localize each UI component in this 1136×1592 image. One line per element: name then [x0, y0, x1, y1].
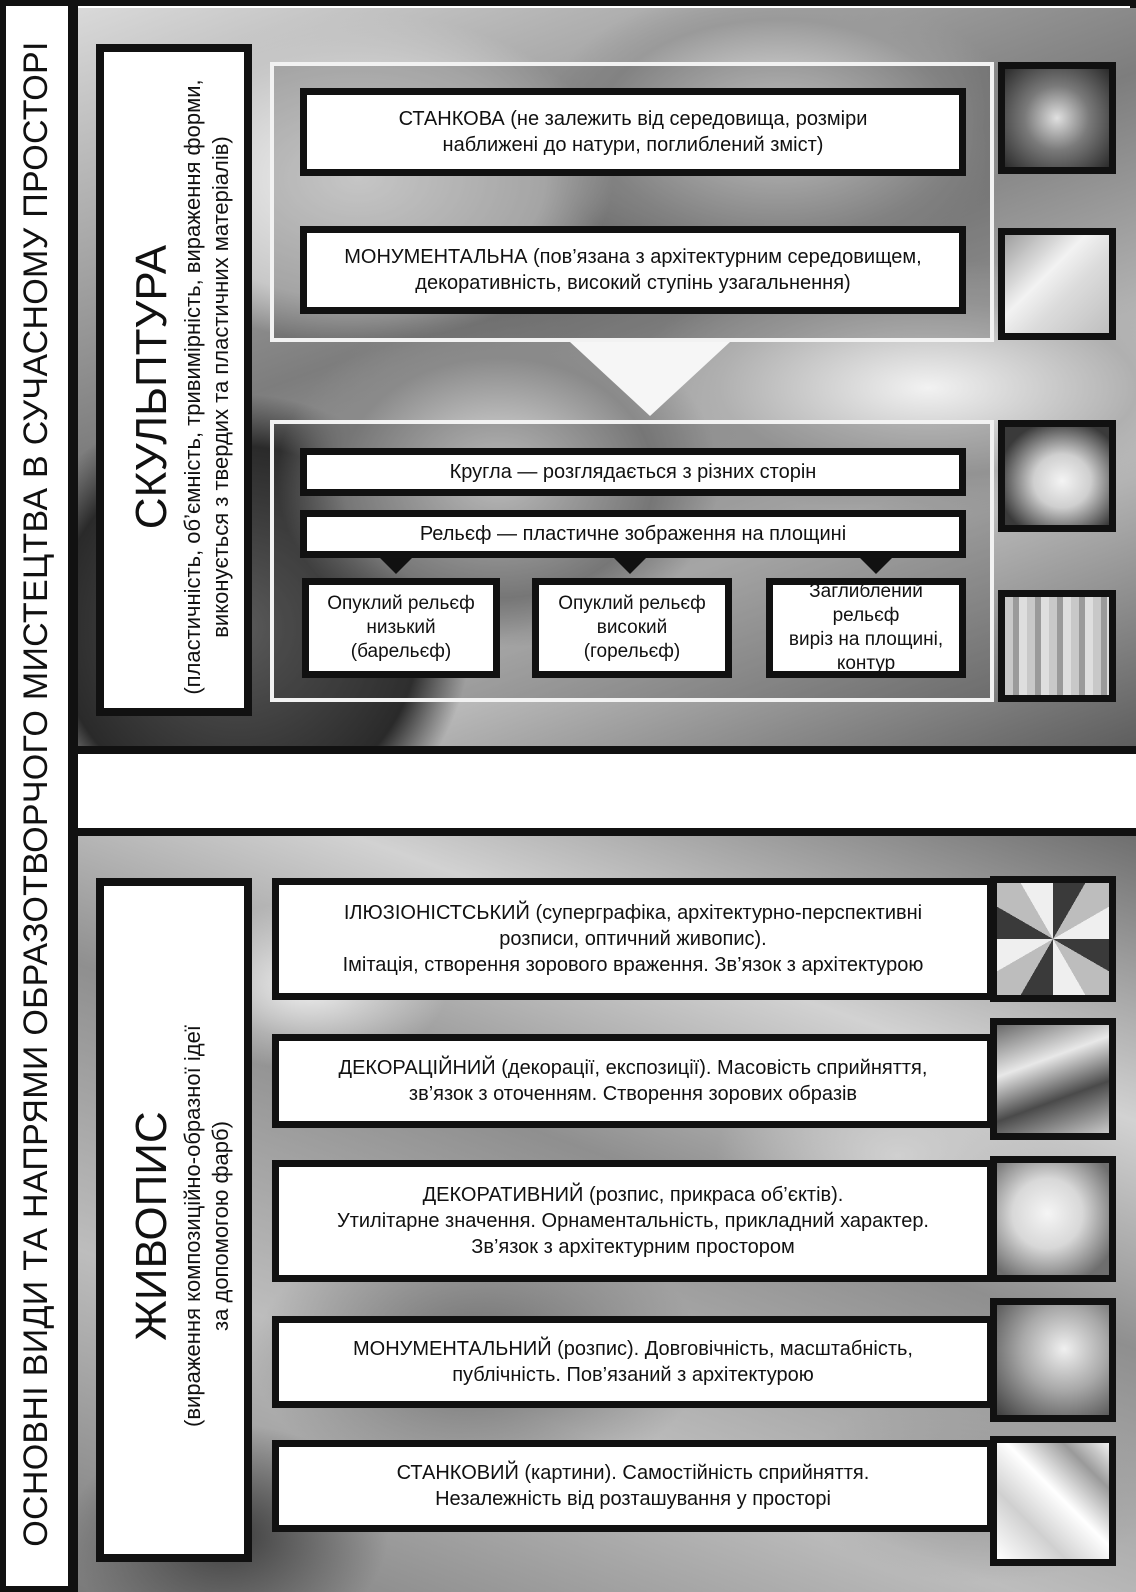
sculpture-thumb-icon	[998, 590, 1116, 702]
painting-thumb-icon	[990, 1298, 1116, 1422]
illusionist-painting-box: ІЛЮЗІОНІСТСЬКИЙ (суперграфіка, архітекту…	[272, 878, 994, 1000]
high-relief-l1: Опуклий рельєф	[558, 593, 706, 614]
monumental-l1: МОНУМЕНТАЛЬНИЙ (розпис). Довговічність, …	[353, 1338, 913, 1360]
sculpture-desc-1: (пластичність, об’ємність, тривимірність…	[180, 79, 205, 695]
painting-thumb-icon	[990, 1018, 1116, 1140]
low-relief-l1: Опуклий рельєф	[327, 593, 475, 614]
relief-text: Рельєф — пластичне зображення на площині	[419, 523, 847, 545]
relief-box: Рельєф — пластичне зображення на площині	[300, 510, 966, 558]
sculpture-thumb-icon	[998, 62, 1116, 174]
painting-thumb-icon	[990, 1156, 1116, 1282]
scenic-l1: ДЕКОРАЦІЙНИЙ (декорації, експозиції). Ма…	[338, 1057, 928, 1079]
flow-arrow	[570, 342, 730, 416]
illusionist-l1: ІЛЮЗІОНІСТСЬКИЙ (суперграфіка, архітекту…	[343, 902, 923, 924]
relief-arrow-3	[858, 556, 894, 574]
decorative-painting-box: ДЕКОРАТИВНИЙ (розпис, прикраса об’єктів)…	[272, 1160, 994, 1282]
painting-thumb-icon	[990, 876, 1116, 1002]
sculpture-category-box: СКУЛЬПТУРА (пластичність, об’ємність, тр…	[96, 44, 252, 716]
round-sculpture-text: Кругла — розглядається з різних сторін	[449, 461, 817, 483]
sculpture-name: СКУЛЬПТУРА	[127, 244, 176, 530]
scenic-painting-box: ДЕКОРАЦІЙНИЙ (декорації, експозиції). Ма…	[272, 1034, 994, 1128]
easel-sculpture-line1: (не залежить від середовища, розміри	[504, 108, 868, 130]
sunken-relief-l3: контур	[836, 653, 896, 674]
easel-painting-box: СТАНКОВИЙ (картини). Самостійність сприй…	[272, 1440, 994, 1532]
painting-thumb-icon	[990, 1436, 1116, 1566]
painting-desc-1: (вираження композиційно-образної ідеї	[180, 1025, 205, 1427]
monumental-sculpture-title: МОНУМЕНТАЛЬНА	[344, 246, 528, 268]
monumental-painting-box: МОНУМЕНТАЛЬНИЙ (розпис). Довговічність, …	[272, 1316, 994, 1408]
easel-sculpture-box: СТАНКОВА (не залежить від середовища, ро…	[300, 88, 966, 176]
sculpture-thumb-icon	[998, 420, 1116, 532]
title-strip	[6, 6, 78, 1586]
relief-arrow-1	[378, 556, 414, 574]
easel-sculpture-line2: наближені до натури, поглиблений зміст)	[442, 134, 824, 156]
high-relief-l3: (горельєф)	[583, 641, 681, 662]
low-relief-l2: низький	[366, 617, 436, 638]
monumental-l2: публічність. Пов’язаний з архітектурою	[452, 1364, 814, 1386]
sculpture-desc-2: виконується з твердих та пластичних мате…	[208, 136, 233, 638]
decorative-l3: Зв’язок з архітектурним простором	[471, 1236, 795, 1258]
easel-l2: Незалежність від розташування у просторі	[435, 1488, 831, 1510]
sunken-relief-l2: виріз на площині,	[788, 629, 944, 650]
decorative-l2: Утилітарне значення. Орнаментальність, п…	[337, 1210, 929, 1232]
painting-category-box: ЖИВОПИС (вираження композиційно-образної…	[96, 878, 252, 1562]
round-sculpture-box: Кругла — розглядається з різних сторін	[300, 448, 966, 496]
scenic-l2: зв’язок з оточенням. Створення зорових о…	[408, 1083, 858, 1105]
illusionist-l2: розписи, оптичний живопис).	[499, 928, 767, 950]
monumental-sculpture-line2: декоративність, високий ступінь узагальн…	[415, 272, 851, 294]
monumental-sculpture-box: МОНУМЕНТАЛЬНА (пов’язана з архітектурним…	[300, 226, 966, 314]
relief-arrow-2	[612, 556, 648, 574]
painting-name: ЖИВОПИС	[127, 1111, 176, 1341]
section-gap	[78, 746, 1136, 836]
decorative-l1: ДЕКОРАТИВНИЙ (розпис, прикраса об’єктів)…	[422, 1184, 844, 1206]
sunken-relief-l1: Заглиблений рельєф	[809, 581, 923, 626]
low-relief-l3: (барельєф)	[350, 641, 452, 662]
high-relief-l2: високий	[596, 617, 668, 638]
sunken-relief-box: Заглиблений рельєф виріз на площині, конту…	[766, 578, 966, 678]
illusionist-l3: Імітація, створення зорового враження. З…	[342, 954, 924, 976]
main-title: ОСНОВНІ ВИДИ ТА НАПРЯМИ ОБРАЗОТВОРЧОГО М…	[17, 41, 55, 1547]
sculpture-thumb-icon	[998, 228, 1116, 340]
high-relief-box: Опуклий рельєф високий (горельєф)	[532, 578, 732, 678]
low-relief-box: Опуклий рельєф низький (барельєф)	[302, 578, 500, 678]
painting-desc-2: за допомогою фарб)	[208, 1121, 233, 1331]
easel-sculpture-title: СТАНКОВА	[398, 108, 505, 130]
easel-l1: СТАНКОВИЙ (картини). Самостійність сприй…	[396, 1462, 870, 1484]
monumental-sculpture-line1: (пов’язана з архітектурним середовищем,	[527, 246, 922, 268]
